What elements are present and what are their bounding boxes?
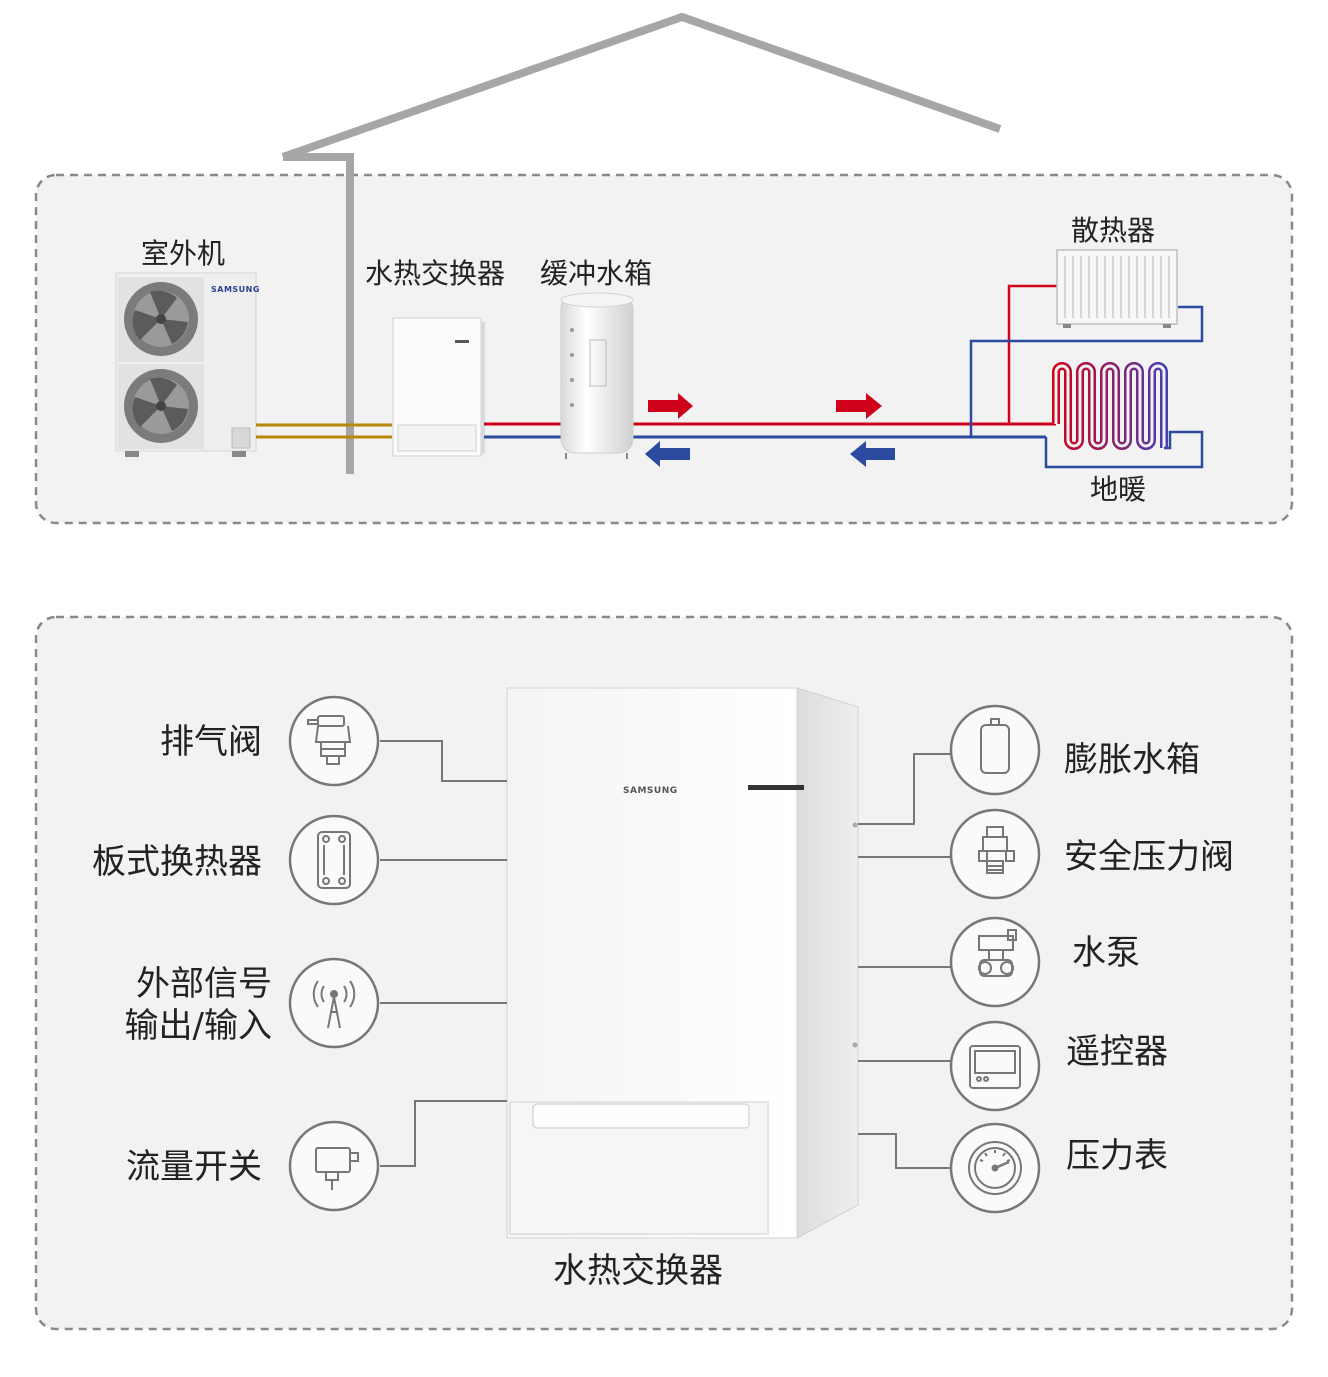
hot-flow-arrow-icon bbox=[836, 393, 882, 419]
flow-switch-icon bbox=[315, 1147, 359, 1190]
signal-antenna-icon bbox=[312, 980, 356, 1029]
remote-controller-icon-circle bbox=[949, 1020, 1041, 1112]
pressure-gauge-label: 压力表 bbox=[1066, 1136, 1168, 1176]
water-pump-icon-circle bbox=[949, 916, 1041, 1008]
plate-heat-exchanger-icon-circle bbox=[288, 814, 380, 906]
plate-heat-exchanger-icon bbox=[317, 831, 351, 889]
remote-controller-icon bbox=[969, 1045, 1021, 1089]
floor-heating-coil bbox=[1052, 362, 1168, 450]
external-signal-label-line1: 外部信号 bbox=[136, 964, 272, 1004]
safety-valve-icon bbox=[978, 826, 1015, 874]
connector-line bbox=[380, 1100, 507, 1167]
outdoor-unit-brand: SAMSUNG bbox=[211, 285, 260, 294]
connector-line bbox=[380, 740, 507, 782]
expansion-tank-icon-circle bbox=[949, 704, 1041, 796]
house-wall bbox=[283, 153, 354, 474]
connector-line bbox=[858, 1133, 951, 1169]
flow-switch-icon-circle bbox=[288, 1120, 380, 1212]
cold-flow-arrow-icon bbox=[645, 441, 690, 467]
air-vent-valve-icon bbox=[307, 715, 352, 765]
external-signal-label-line2: 输出/输入 bbox=[124, 1006, 272, 1046]
safety-valve-label: 安全压力阀 bbox=[1064, 837, 1234, 877]
radiator-hot-pipe bbox=[1007, 284, 1057, 424]
radiator bbox=[1056, 249, 1178, 328]
hot-flow-arrow-icon bbox=[648, 393, 693, 419]
hydro-unit-label: 水热交换器 bbox=[365, 257, 506, 290]
remote-controller-label: 遥控器 bbox=[1066, 1032, 1168, 1072]
radiator-cold-pipe bbox=[969, 305, 1204, 437]
house-roof bbox=[281, 12, 1002, 161]
plate-heat-exchanger-label: 板式换热器 bbox=[92, 842, 262, 882]
pressure-gauge-icon bbox=[968, 1141, 1022, 1195]
fan-icon bbox=[124, 369, 198, 443]
buffer-tank-label: 缓冲水箱 bbox=[540, 257, 653, 290]
hydro-unit-small bbox=[392, 317, 485, 457]
buffer-tank bbox=[560, 292, 634, 459]
connector-line bbox=[858, 753, 951, 825]
water-pump-icon bbox=[978, 929, 1017, 977]
hydro-unit-brand: SAMSUNG bbox=[623, 786, 678, 796]
hydro-unit-large bbox=[506, 687, 859, 1239]
hydro-unit-caption: 水热交换器 bbox=[553, 1251, 723, 1291]
fan-icon bbox=[124, 282, 198, 356]
radiator-label: 散热器 bbox=[1071, 214, 1156, 247]
floor-heating-return-pipe bbox=[1044, 430, 1204, 469]
expansion-tank-label: 膨胀水箱 bbox=[1064, 740, 1200, 780]
signal-antenna-icon-circle bbox=[288, 957, 380, 1049]
floor-heating-label: 地暖 bbox=[1090, 473, 1147, 506]
flow-switch-label: 流量开关 bbox=[126, 1147, 262, 1187]
water-pump-label: 水泵 bbox=[1072, 933, 1140, 973]
expansion-tank-icon bbox=[980, 718, 1010, 774]
outdoor-unit bbox=[115, 272, 257, 457]
safety-valve-icon-circle bbox=[949, 808, 1041, 900]
cold-flow-arrow-icon bbox=[850, 441, 895, 467]
outdoor-unit-label: 室外机 bbox=[141, 237, 226, 270]
air-vent-valve-label: 排气阀 bbox=[160, 722, 262, 762]
